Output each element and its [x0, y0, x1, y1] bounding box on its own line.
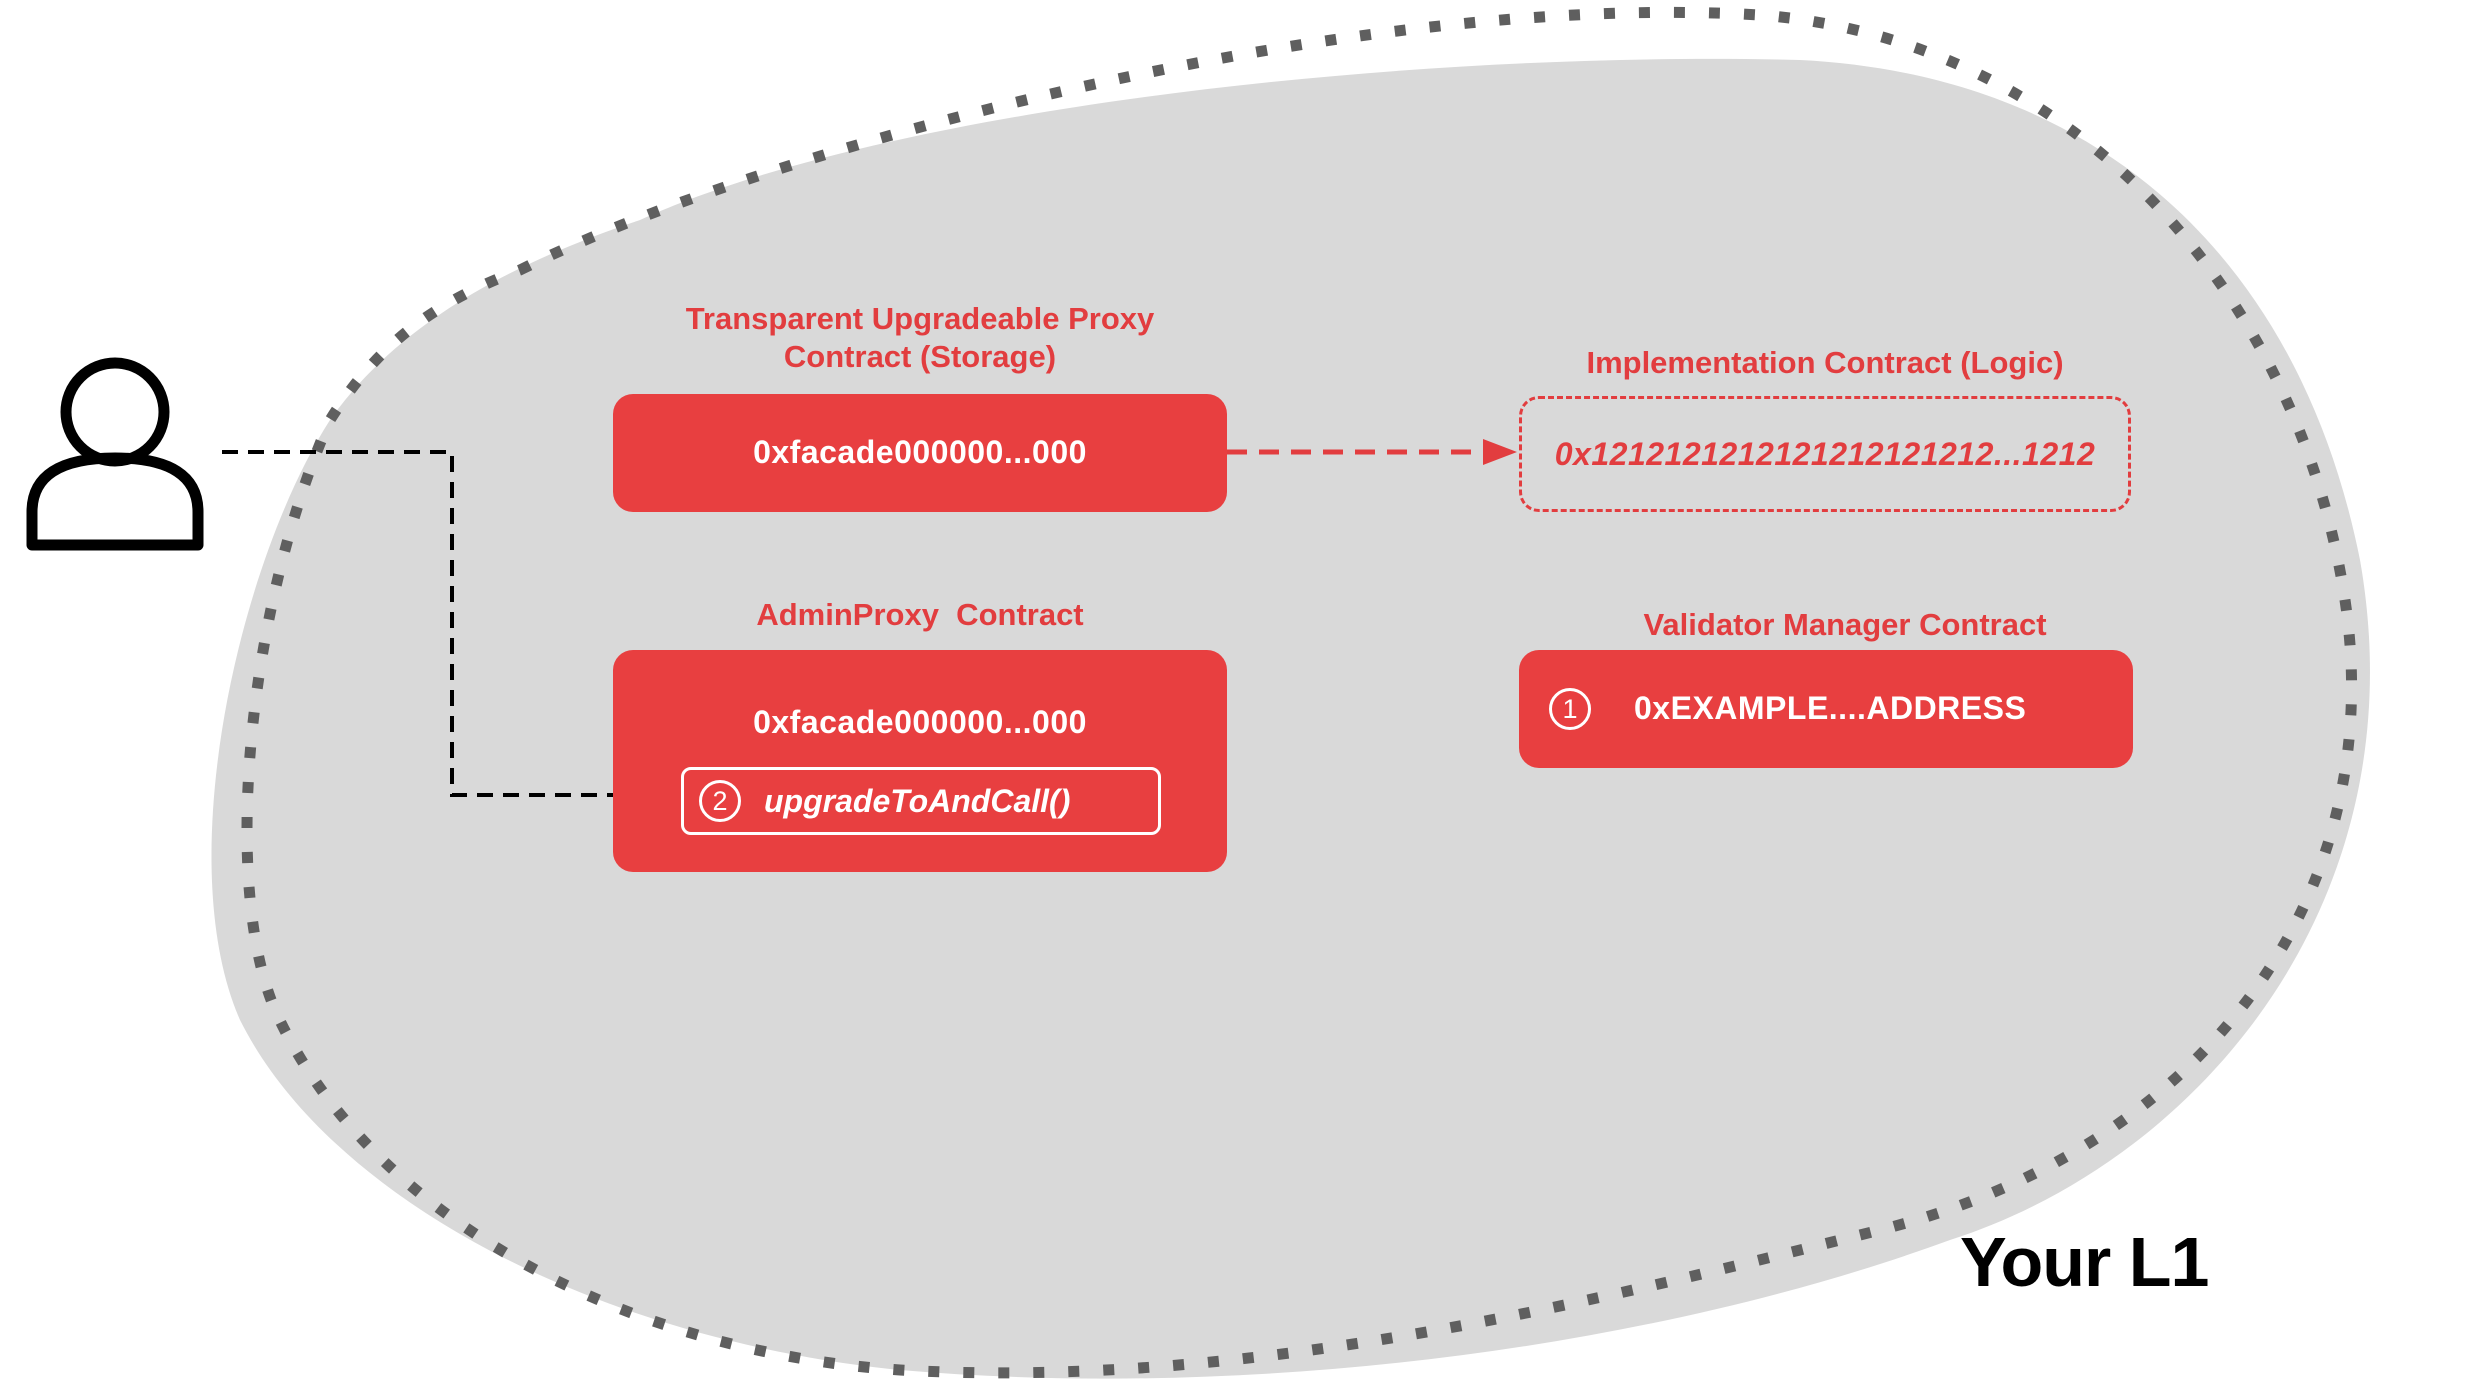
proxy-title: Transparent Upgradeable Proxy Contract (…: [620, 300, 1220, 376]
upgrade-call-label: upgradeToAndCall(): [764, 783, 1071, 819]
implementation-title: Implementation Contract (Logic): [1586, 345, 2064, 380]
admin-proxy-contract-box[interactable]: 0xfacade000000...000 2 upgradeToAndCall(…: [613, 650, 1227, 872]
proxy-contract-box[interactable]: 0xfacade000000...000: [613, 394, 1227, 512]
implementation-address: 0x1212121212121212121212...1212: [1554, 436, 2096, 472]
l1-region: [211, 58, 2370, 1379]
admin-proxy-address: 0xfacade000000...000: [753, 704, 1087, 740]
validator-manager-title: Validator Manager Contract: [1643, 607, 2047, 642]
proxy-address: 0xfacade000000...000: [753, 434, 1087, 470]
user-icon: [26, 357, 204, 551]
upgrade-call-box[interactable]: 2 upgradeToAndCall(): [681, 767, 1161, 835]
implementation-contract-box[interactable]: 0x1212121212121212121212...1212: [1519, 396, 2131, 512]
region-label: Your L1: [1960, 1223, 2209, 1301]
step-2-badge: 2: [699, 780, 741, 822]
admin-proxy-title: AdminProxy Contract: [756, 597, 1084, 632]
proxy-title-line2: Contract (Storage): [783, 339, 1057, 374]
validator-manager-contract-box[interactable]: 1 0xEXAMPLE....ADDRESS: [1519, 650, 2133, 768]
l1-boundary: [241, 6, 2358, 1379]
validator-manager-address: 0xEXAMPLE....ADDRESS: [1634, 690, 2027, 726]
step-1-badge: 1: [1549, 688, 1591, 730]
proxy-title-line1: Transparent Upgradeable Proxy: [685, 301, 1155, 336]
user-to-call-connector: [222, 450, 682, 802]
